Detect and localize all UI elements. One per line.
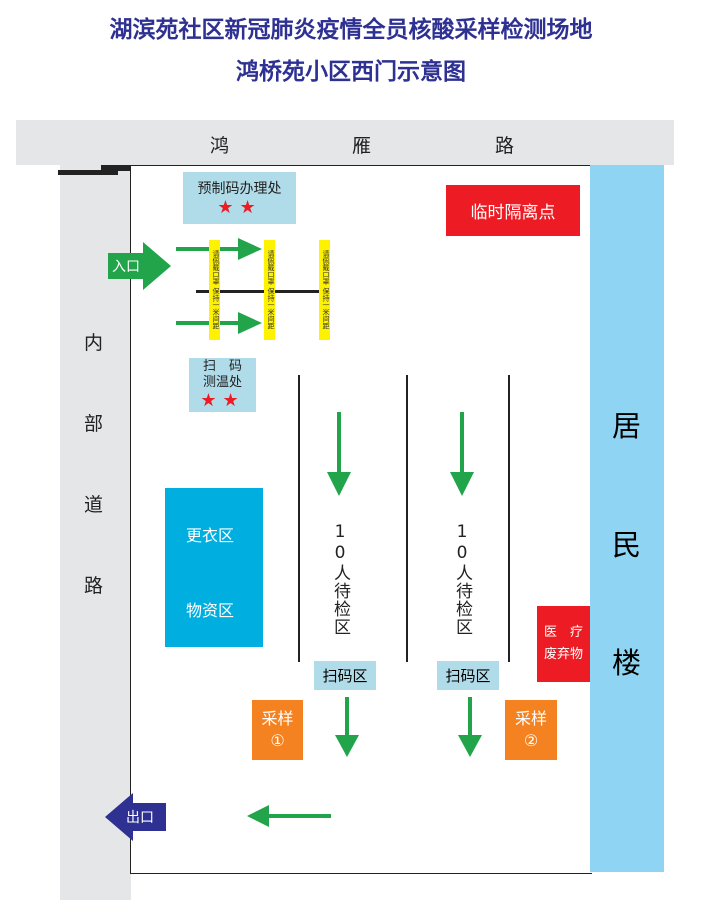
precode-label: 预制码办理处 xyxy=(197,181,282,197)
distance-sign-post: 请佩戴口罩 保持一米间距 xyxy=(209,240,220,340)
medical-waste-label: 医 疗 xyxy=(543,625,583,640)
precode-office: 预制码办理处 ★★ xyxy=(183,172,296,224)
gate-bar xyxy=(101,165,131,171)
sampling-station-1: 采样 ① xyxy=(252,700,303,760)
top-road-char: 雁 xyxy=(352,135,372,157)
scan-temperature-station: 扫 码 测温处 ★★ xyxy=(189,358,256,412)
left-road-char: 内 xyxy=(84,332,104,354)
scan-area-2: 扫码区 xyxy=(437,661,499,690)
site-area xyxy=(130,165,592,874)
down-arrow-icon xyxy=(450,412,474,496)
building-char: 楼 xyxy=(612,646,642,680)
exit-arrow-icon xyxy=(105,793,166,841)
sampling-station-2: 采样 ② xyxy=(505,700,557,760)
scan-temp-label: 扫 码 xyxy=(202,359,242,374)
queue-rope xyxy=(196,290,329,293)
distance-sign-post: 请佩戴口罩 保持一米间距 xyxy=(319,240,330,340)
entrance-label: 入口 xyxy=(112,259,140,275)
waiting-area-1: 10人待检区 xyxy=(330,522,350,636)
title-line2: 鸿桥苑小区西门示意图 xyxy=(236,59,466,85)
down-arrow-icon xyxy=(335,697,359,757)
exit-label: 出口 xyxy=(126,810,154,826)
distance-sign-post: 请佩戴口罩 保持一米间距 xyxy=(264,240,275,340)
entry-arrows-icon xyxy=(176,238,262,334)
star-icon: ★★ xyxy=(200,390,245,411)
left-road-char: 路 xyxy=(84,575,104,597)
changing-supplies-area xyxy=(165,488,263,647)
down-arrow-icon xyxy=(327,412,351,496)
waiting-area-2: 10人待检区 xyxy=(452,522,472,636)
down-arrow-icon xyxy=(458,697,482,757)
scan-temp-label: 测温处 xyxy=(202,375,242,390)
lane-divider xyxy=(298,375,300,662)
changing-area-label: 更衣区 xyxy=(186,526,235,545)
scan-area-1: 扫码区 xyxy=(314,661,376,690)
top-road xyxy=(16,120,674,165)
left-road xyxy=(60,165,131,900)
isolation-point: 临时隔离点 xyxy=(446,185,580,236)
medical-waste-label: 废弃物 xyxy=(543,647,583,662)
lane-divider xyxy=(406,375,408,662)
left-road-char: 部 xyxy=(84,413,104,435)
title-line1: 湖滨苑社区新冠肺炎疫情全员核酸采样检测场地 xyxy=(109,17,593,43)
building-char: 居 xyxy=(612,409,642,443)
star-icon: ★★ xyxy=(217,197,262,218)
sampling-label: 采样 xyxy=(514,709,547,728)
supplies-area-label: 物资区 xyxy=(186,601,235,620)
building-char: 民 xyxy=(612,528,642,562)
top-road-char: 路 xyxy=(495,135,515,157)
entrance-arrow-icon xyxy=(108,242,171,290)
left-road-char: 道 xyxy=(84,494,104,516)
top-road-char: 鸿 xyxy=(210,135,230,157)
sampling-number: ① xyxy=(270,731,285,750)
left-arrow-icon xyxy=(247,805,331,827)
lane-divider xyxy=(508,375,510,662)
sampling-label: 采样 xyxy=(261,709,294,728)
medical-waste-area: 医 疗 废弃物 xyxy=(537,606,590,682)
residential-building xyxy=(590,165,664,872)
sampling-number: ② xyxy=(523,731,539,750)
gate-bar xyxy=(58,170,118,175)
